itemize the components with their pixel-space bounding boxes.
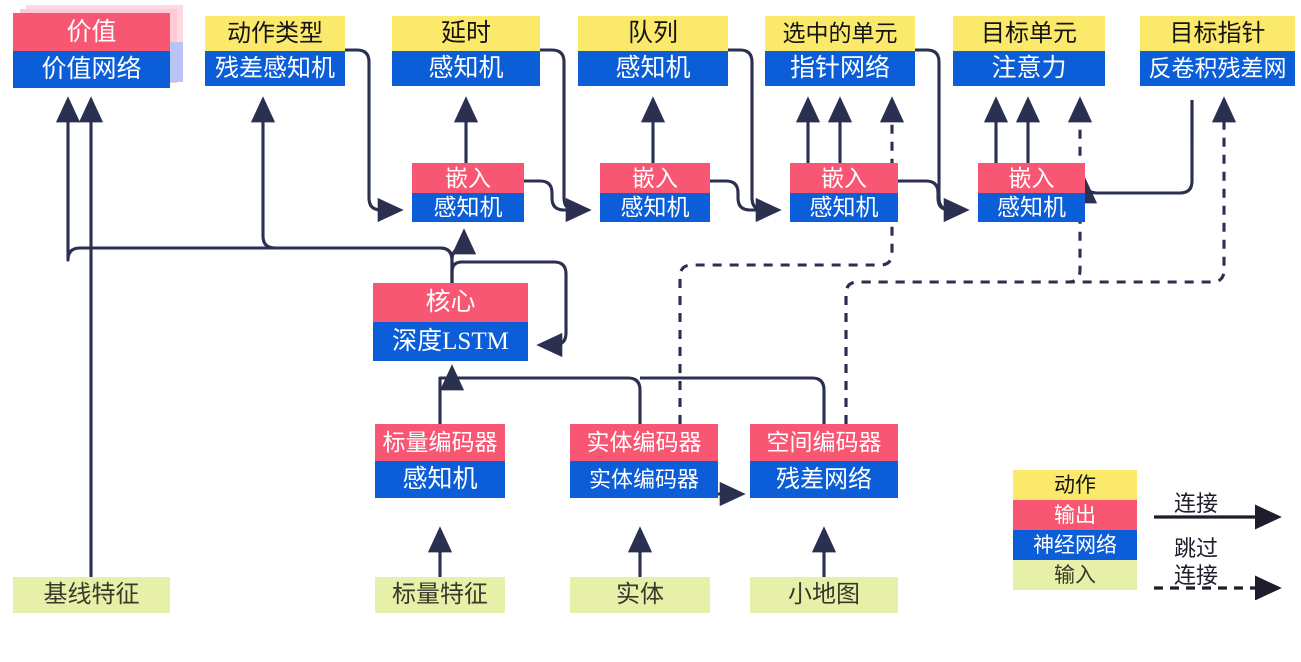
legend-output: 输出	[1013, 500, 1137, 530]
legend-arrows	[1154, 504, 1282, 600]
node-embed-2[interactable]: 嵌入 感知机	[600, 163, 710, 222]
node-queue[interactable]: 队列 感知机	[578, 16, 728, 86]
node-target-point[interactable]: 目标指针 反卷积残差网	[1140, 16, 1295, 86]
legend-connection-label: 连接	[1173, 491, 1219, 516]
node-embed-1[interactable]: 嵌入 感知机	[412, 163, 524, 222]
skip-spatialenc-to-targetunit	[844, 96, 1093, 424]
input-minimap[interactable]: 小地图	[750, 577, 898, 613]
node-target-unit[interactable]: 目标单元 注意力	[953, 16, 1105, 86]
node-delay[interactable]: 延时 感知机	[392, 16, 540, 86]
node-embed-3-head: 嵌入	[790, 163, 898, 193]
legend-action: 动作	[1013, 470, 1137, 500]
wire-embed1-to-embed2	[524, 179, 576, 212]
input-baseline-features[interactable]: 基线特征	[13, 577, 170, 613]
legend-skip-label-line2: 连接	[1173, 563, 1219, 588]
legend-input: 输入	[1013, 560, 1137, 590]
skip-connection-group	[678, 96, 1237, 424]
node-entity-encoder[interactable]: 实体编码器 实体编码器	[570, 424, 718, 498]
wire-core-to-embed1	[450, 228, 477, 283]
node-embed-2-head: 嵌入	[600, 163, 710, 193]
node-target-point-body: 反卷积残差网	[1140, 51, 1295, 86]
legend-skip-label-line1: 跳过	[1173, 536, 1219, 561]
wire-spatialenc-up	[640, 376, 826, 424]
node-selected-units-head: 选中的单元	[765, 16, 915, 51]
node-embed-4-body: 感知机	[978, 193, 1085, 222]
node-embed-4[interactable]: 嵌入 感知机	[978, 163, 1085, 222]
node-target-unit-body: 注意力	[953, 51, 1105, 86]
node-value-body: 价值网络	[13, 51, 170, 88]
node-embed-1-body: 感知机	[412, 193, 524, 222]
node-scalar-encoder-head: 标量编码器	[375, 424, 505, 461]
wire-embed2-to-embed3	[710, 179, 778, 212]
node-queue-head: 队列	[578, 16, 728, 51]
legend-swatches: 动作 输出 神经网络 输入	[1013, 470, 1137, 590]
input-entities[interactable]: 实体	[570, 577, 710, 613]
node-action-type-head: 动作类型	[205, 16, 345, 51]
node-delay-body: 感知机	[392, 51, 540, 86]
node-entity-encoder-head: 实体编码器	[570, 424, 718, 461]
node-action-type-body: 残差感知机	[205, 51, 345, 86]
node-spatial-encoder[interactable]: 空间编码器 残差网络	[750, 424, 898, 498]
node-core-body: 深度LSTM	[373, 322, 528, 361]
node-core-head: 核心	[373, 283, 528, 322]
node-selected-units[interactable]: 选中的单元 指针网络	[765, 16, 915, 86]
node-scalar-encoder-body: 感知机	[375, 461, 505, 498]
wire-embed4-rightbus	[1072, 100, 1194, 204]
legend-network: 神经网络	[1013, 530, 1137, 560]
node-value-head: 价值	[13, 13, 170, 51]
node-embed-1-head: 嵌入	[412, 163, 524, 193]
node-action-type[interactable]: 动作类型 残差感知机	[205, 16, 345, 86]
input-scalar-features[interactable]: 标量特征	[375, 577, 505, 613]
node-core[interactable]: 核心 深度LSTM	[373, 283, 528, 361]
skip-spatialenc-to-targetpoint	[844, 96, 1237, 424]
node-scalar-encoder[interactable]: 标量编码器 感知机	[375, 424, 505, 498]
node-embed-3[interactable]: 嵌入 感知机	[790, 163, 898, 222]
node-delay-head: 延时	[392, 16, 540, 51]
node-embed-2-body: 感知机	[600, 193, 710, 222]
node-embed-3-body: 感知机	[790, 193, 898, 222]
node-queue-body: 感知机	[578, 51, 728, 86]
node-value[interactable]: 价值 价值网络	[13, 13, 170, 88]
node-entity-encoder-body: 实体编码器	[570, 461, 718, 498]
node-selected-units-body: 指针网络	[765, 51, 915, 86]
wire-scalarenc-up	[438, 376, 452, 424]
skip-entityenc-to-selected	[678, 96, 905, 424]
node-target-unit-head: 目标单元	[953, 16, 1105, 51]
wire-entityenc-up	[452, 376, 642, 424]
node-target-point-head: 目标指针	[1140, 16, 1295, 51]
node-spatial-encoder-head: 空间编码器	[750, 424, 898, 461]
wire-embed3-to-embed4	[898, 179, 966, 212]
node-embed-4-head: 嵌入	[978, 163, 1085, 193]
wire-core-to-value	[55, 96, 454, 283]
node-spatial-encoder-body: 残差网络	[750, 461, 898, 498]
